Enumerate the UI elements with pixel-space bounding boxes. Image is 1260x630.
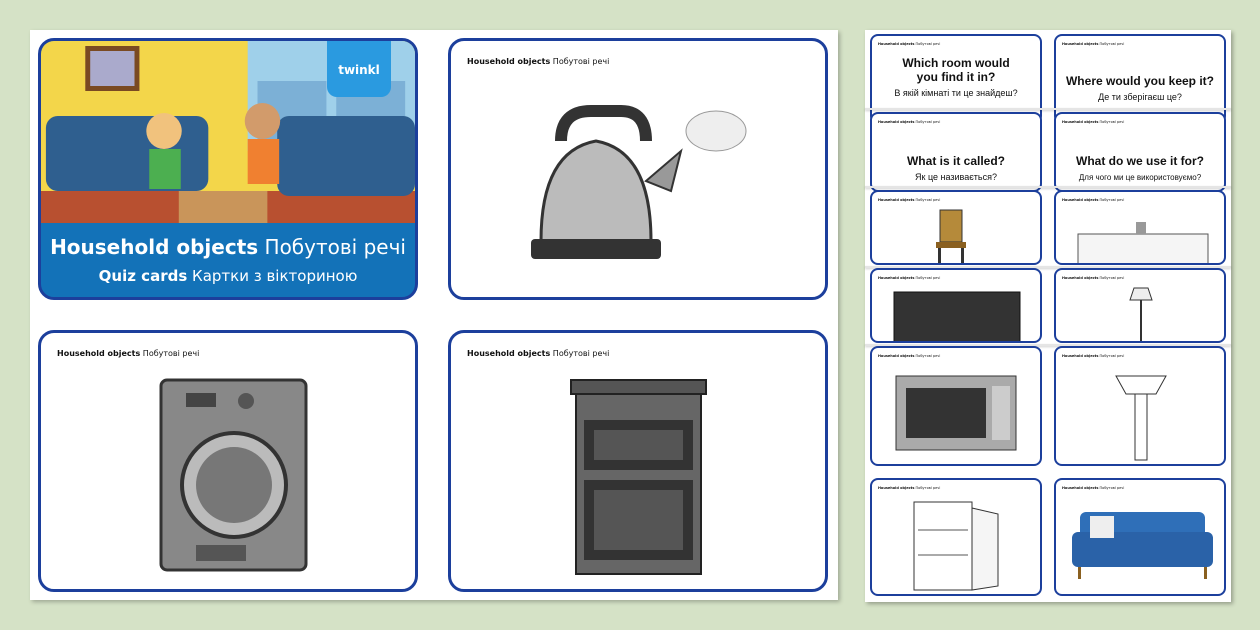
card_label-uk: Побутові речі	[1099, 120, 1125, 124]
sink-card: Household objects Побутові речі	[1054, 346, 1226, 466]
card_label-uk: Побутові речі	[1099, 42, 1125, 46]
card-label: Household objects Побутові речі	[878, 354, 940, 358]
sheet-edge	[865, 108, 1231, 110]
card_label-uk: Побутові речі	[1099, 276, 1125, 280]
cover-subtitle: Quiz cards Картки з вікториною	[41, 267, 415, 285]
card_label-en: Household objects	[467, 57, 551, 66]
card_label-uk: Побутові речі	[915, 198, 941, 202]
card-label: Household objects Побутові речі	[57, 349, 199, 358]
lamp-icon	[1129, 287, 1153, 341]
card-label: Household objects Побутові речі	[878, 120, 940, 124]
card_label-uk: Побутові речі	[1099, 354, 1125, 358]
washing-machine-card: Household objects Побутові речі	[38, 330, 418, 592]
cover-title: Household objects Побутові речі	[41, 235, 415, 259]
card_label-en: Household objects	[878, 354, 915, 358]
questions-3-uk: Для чого ми це використовуємо?	[1078, 173, 1202, 182]
questions-1-en: Where would you keep it?	[1065, 74, 1214, 88]
card_label-en: Household objects	[878, 120, 915, 124]
questions-2-en: What is it called?	[906, 154, 1005, 168]
sheet-edge	[865, 344, 1231, 346]
sofa-card: Household objects Побутові речі	[1054, 478, 1226, 596]
lamp-card: Household objects Побутові речі	[1054, 268, 1226, 343]
sink-icon	[1115, 375, 1167, 461]
card_label-uk: Побутові речі	[915, 276, 941, 280]
card_label-uk: Побутові речі	[1099, 486, 1125, 490]
card_label-en: Household objects	[1062, 198, 1099, 202]
washing-machine-icon	[159, 378, 308, 572]
card-label: Household objects Побутові речі	[1062, 42, 1124, 46]
card-label: Household objects Побутові речі	[1062, 486, 1124, 490]
card-label: Household objects Побутові речі	[878, 486, 940, 490]
bathtub-card: Household objects Побутові речі	[1054, 190, 1226, 265]
kettle-card: Household objects Побутові речі	[448, 38, 828, 300]
fridge-card: Household objects Побутові речі	[870, 478, 1042, 596]
title-en: Household objects	[50, 235, 259, 259]
card_label-en: Household objects	[878, 276, 915, 280]
microwave-card: Household objects Побутові речі	[870, 346, 1042, 466]
card_label-en: Household objects	[1062, 276, 1099, 280]
subtitle-en: Quiz cards	[98, 267, 188, 285]
card-label: Household objects Побутові речі	[467, 57, 609, 66]
questions-0-en: Which room would you find it in?	[902, 56, 1010, 84]
fridge-icon	[913, 501, 999, 591]
microwave-icon	[895, 375, 1017, 451]
card_label-uk: Побутові речі	[915, 42, 941, 46]
card_label-uk: Побутові речі	[142, 349, 200, 358]
card_label-uk: Побутові речі	[552, 57, 610, 66]
card-label: Household objects Побутові речі	[1062, 276, 1124, 280]
subtitle-uk: Картки з вікториною	[192, 267, 358, 285]
card-label: Household objects Побутові речі	[878, 276, 940, 280]
oven-icon	[570, 379, 707, 575]
card_label-en: Household objects	[57, 349, 141, 358]
card-label: Household objects Побутові речі	[1062, 354, 1124, 358]
title-uk: Побутові речі	[264, 235, 406, 259]
card_label-uk: Побутові речі	[1099, 198, 1125, 202]
sheet-edge	[865, 266, 1231, 268]
television-icon	[893, 291, 1021, 341]
card_label-en: Household objects	[1062, 120, 1099, 124]
oven-card: Household objects Побутові речі	[448, 330, 828, 592]
card_label-en: Household objects	[878, 42, 915, 46]
twinkl-logo: twinkl	[327, 41, 391, 97]
questions-1-uk: Де ти зберігаєш це?	[1098, 92, 1182, 102]
card_label-uk: Побутові речі	[915, 120, 941, 124]
kettle-icon	[531, 105, 747, 259]
questions-3-en: What do we use it for?	[1076, 154, 1204, 168]
chair-card: Household objects Побутові речі	[870, 190, 1042, 265]
card_label-en: Household objects	[878, 198, 915, 202]
card-label: Household objects Побутові речі	[1062, 198, 1124, 202]
card-label: Household objects Побутові речі	[1062, 120, 1124, 124]
questions-0-uk: В якій кімнаті ти це знайдеш?	[894, 88, 1018, 98]
card_label-en: Household objects	[467, 349, 551, 358]
television-card: Household objects Побутові речі	[870, 268, 1042, 343]
card_label-en: Household objects	[1062, 486, 1099, 490]
main-sheet: twinkl Household objects Побутові речі Q…	[30, 30, 838, 600]
cover-card: twinkl Household objects Побутові речі Q…	[38, 38, 418, 300]
card_label-en: Household objects	[878, 486, 915, 490]
card_label-uk: Побутові речі	[552, 349, 610, 358]
bathtub-icon	[1077, 222, 1209, 263]
sofa-icon	[1072, 512, 1213, 579]
card_label-uk: Побутові речі	[915, 486, 941, 490]
card_label-uk: Побутові речі	[915, 354, 941, 358]
card-label: Household objects Побутові речі	[467, 349, 609, 358]
card-label: Household objects Побутові речі	[878, 198, 940, 202]
questions-2-uk: Як це називається?	[915, 172, 997, 182]
sheet-edge	[865, 186, 1231, 188]
card_label-en: Household objects	[1062, 354, 1099, 358]
card_label-en: Household objects	[1062, 42, 1099, 46]
chair-icon	[936, 209, 966, 263]
card-label: Household objects Побутові речі	[878, 42, 940, 46]
